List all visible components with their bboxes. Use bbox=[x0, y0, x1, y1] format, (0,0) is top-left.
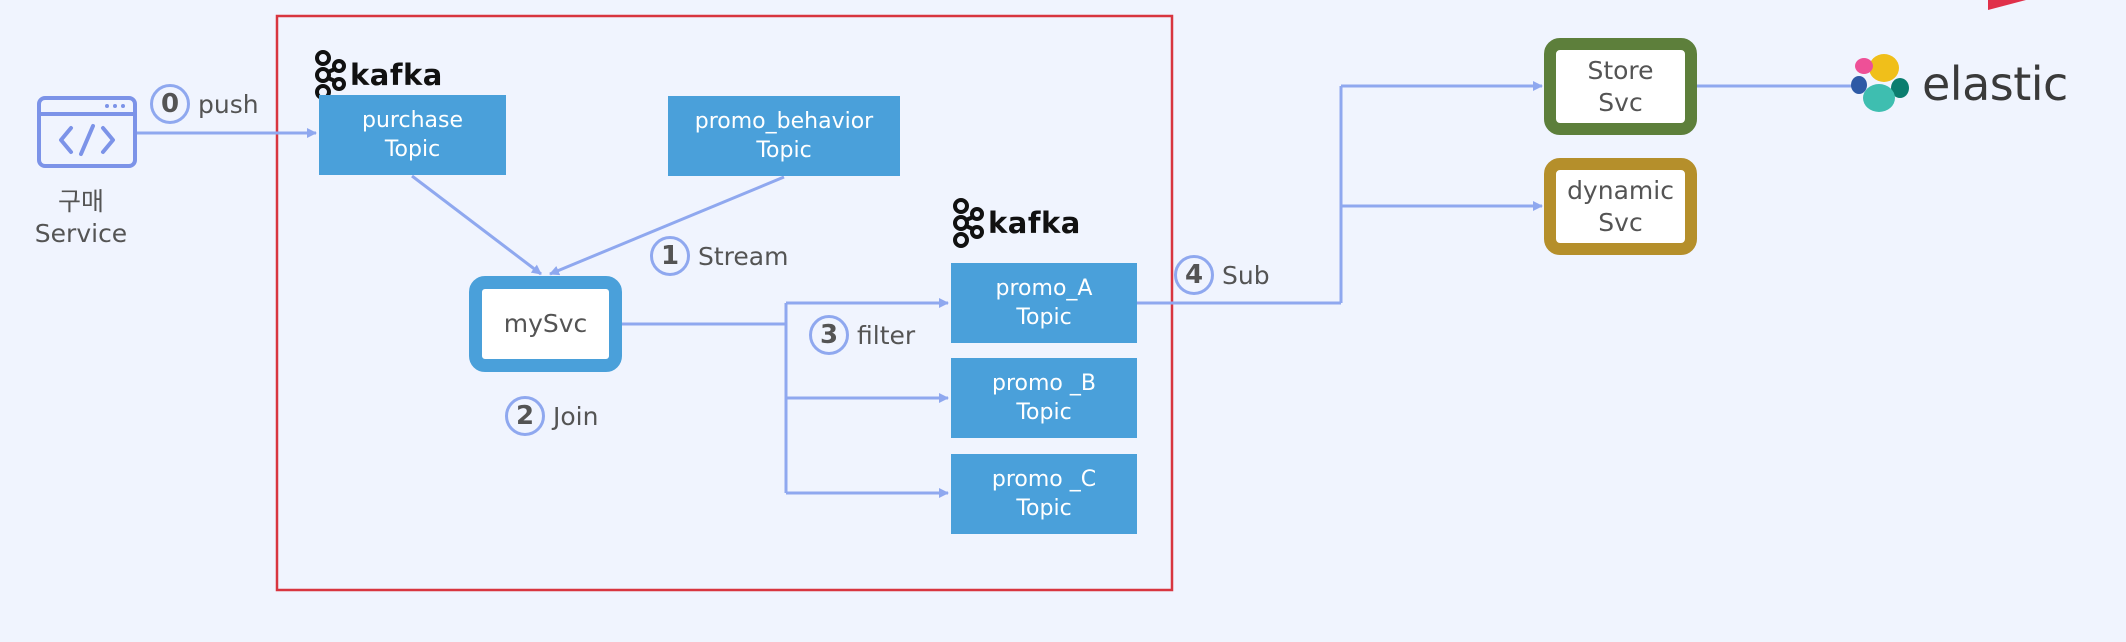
kafka-logo-icon bbox=[315, 50, 346, 100]
step-number-badge: 4 bbox=[1174, 255, 1214, 295]
topic-suffix: Topic bbox=[1016, 400, 1072, 425]
step-stream: 1 Stream bbox=[650, 236, 788, 276]
kafka-logo-text: kafka bbox=[350, 58, 443, 92]
elastic-logo: elastic bbox=[1850, 52, 2068, 116]
step-number-badge: 1 bbox=[650, 236, 690, 276]
elastic-logo-icon bbox=[1851, 54, 1909, 112]
mysvc-service[interactable]: mySvc bbox=[469, 276, 622, 372]
promo-behavior-to-mysvc-arrow bbox=[549, 175, 785, 276]
kafka-logo: kafka bbox=[950, 198, 1081, 248]
step-number-badge: 3 bbox=[809, 315, 849, 355]
step-join: 2 Join bbox=[505, 396, 598, 436]
topic-name: promo _B bbox=[992, 371, 1096, 396]
step-number-badge: 2 bbox=[505, 396, 545, 436]
dynamic-label-line2: Svc bbox=[1598, 207, 1643, 237]
step-label: Stream bbox=[698, 241, 789, 271]
client-service-label: 구매 Service bbox=[14, 186, 148, 250]
promo-c-topic[interactable]: promo _C Topic bbox=[951, 454, 1137, 534]
dynamic-label-line1: dynamic bbox=[1567, 175, 1674, 205]
topic-suffix: Topic bbox=[1016, 496, 1072, 521]
kafka-logo-text: kafka bbox=[988, 206, 1081, 240]
elastic-logo-text: elastic bbox=[1922, 57, 2068, 111]
step-filter: 3 filter bbox=[809, 315, 915, 355]
client-label-line2: Service bbox=[34, 219, 128, 248]
topic-name: promo_A bbox=[995, 276, 1093, 301]
promo-behavior-topic[interactable]: promo_behavior Topic bbox=[668, 96, 900, 176]
topic-suffix: Topic bbox=[384, 137, 441, 162]
topic-name: purchase bbox=[362, 108, 463, 133]
step-push: 0 push bbox=[150, 84, 259, 124]
step-number-badge: 0 bbox=[150, 84, 190, 124]
purchase-topic[interactable]: purchase Topic bbox=[319, 95, 506, 175]
step-label: Join bbox=[553, 401, 599, 431]
step-label: Sub bbox=[1222, 260, 1270, 290]
code-window-icon bbox=[37, 96, 137, 168]
step-label: filter bbox=[857, 320, 916, 350]
kafka-logo: kafka bbox=[312, 50, 443, 100]
topic-suffix: Topic bbox=[1016, 305, 1072, 330]
topic-name: promo_behavior bbox=[694, 109, 874, 134]
store-service[interactable]: Store Svc bbox=[1544, 38, 1697, 135]
promo-b-topic[interactable]: promo _B Topic bbox=[951, 358, 1137, 438]
promo-a-topic[interactable]: promo_A Topic bbox=[951, 263, 1137, 343]
mysvc-label: mySvc bbox=[503, 309, 588, 338]
client-label-line1: 구매 bbox=[57, 187, 104, 216]
kafka-logo-icon bbox=[953, 198, 984, 248]
step-label: push bbox=[198, 89, 259, 119]
step-sub: 4 Sub bbox=[1174, 255, 1270, 295]
corner-triangle-decoration bbox=[1988, 0, 2026, 10]
topic-name: promo _C bbox=[991, 467, 1097, 492]
store-label-line1: Store bbox=[1587, 55, 1654, 85]
purchase-to-mysvc-arrow bbox=[411, 174, 542, 276]
store-label-line2: Svc bbox=[1598, 87, 1643, 117]
dynamic-service[interactable]: dynamic Svc bbox=[1544, 158, 1697, 255]
client-service-icon bbox=[37, 96, 137, 168]
topic-suffix: Topic bbox=[756, 138, 812, 163]
